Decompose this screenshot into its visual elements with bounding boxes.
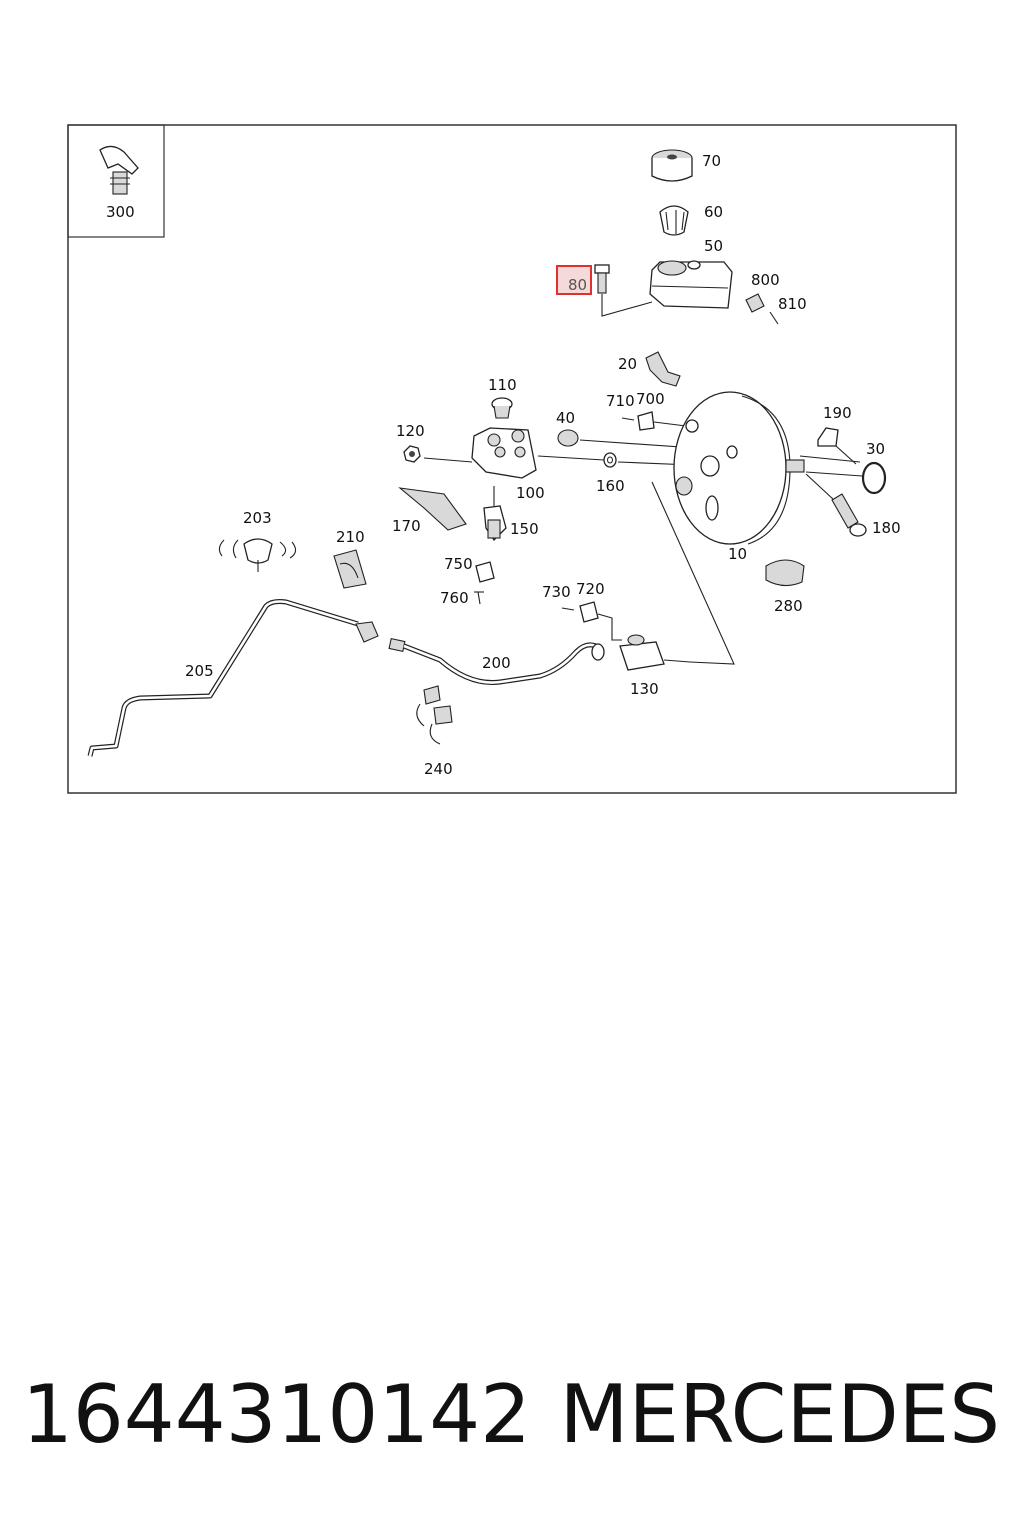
label-760: 760 [440,589,469,607]
label-30: 30 [866,440,885,458]
part-20-stud[interactable] [645,351,681,387]
label-750: 750 [444,555,473,573]
footer: 1644310142 MERCEDES [0,1360,1024,1470]
part-210-clamp[interactable] [333,549,367,589]
label-730: 730 [542,583,571,601]
part-720-clip[interactable] [561,601,622,641]
label-80: 80 [568,276,587,294]
highlight-box-80 [556,265,592,295]
label-240: 240 [424,760,453,778]
label-190: 190 [823,404,852,422]
parts-diagram: 300 70 60 50 80 800 810 20 110 710 700 1… [67,124,957,794]
part-300-clip[interactable] [99,145,139,195]
part-40-plug[interactable] [557,429,725,451]
label-210: 210 [336,528,365,546]
inset-box-300 [67,124,165,238]
part-180-pin[interactable] [805,473,867,537]
brand-name: MERCEDES [559,1368,1000,1461]
label-100: 100 [516,484,545,502]
part-number: 1644310142 [22,1368,531,1461]
label-120: 120 [396,422,425,440]
part-205-pipe[interactable] [87,599,379,757]
label-160: 160 [596,477,625,495]
part-280-buffer[interactable] [765,559,805,587]
part-200-hose[interactable] [388,638,605,686]
part-810-pin[interactable] [769,311,779,325]
part-80-bolt[interactable] [594,264,653,317]
part-130-valve[interactable] [619,481,735,671]
part-170-bracket[interactable] [398,487,467,531]
label-130: 130 [630,680,659,698]
part-50-reservoir[interactable] [649,260,733,309]
part-70-cap[interactable] [651,149,693,182]
label-40: 40 [556,409,575,427]
label-20: 20 [618,355,637,373]
label-70: 70 [702,152,721,170]
part-800-sensor[interactable] [745,293,765,313]
label-50: 50 [704,237,723,255]
label-10: 10 [728,545,747,563]
label-180: 180 [872,519,901,537]
label-300: 300 [106,203,135,221]
label-110: 110 [488,376,517,394]
part-150-sensor[interactable] [483,486,507,542]
label-205: 205 [185,662,214,680]
label-800: 800 [751,271,780,289]
part-60-strainer[interactable] [659,205,689,236]
label-700: 700 [636,390,665,408]
part-203-holder[interactable] [218,538,297,572]
part-10-brake-booster[interactable] [673,391,805,545]
diagram-frame [67,124,957,794]
label-280: 280 [774,597,803,615]
label-810: 810 [778,295,807,313]
part-760-screw[interactable] [474,591,484,605]
part-110-grommet[interactable] [491,397,513,419]
part-120-nut[interactable] [403,445,473,463]
label-200: 200 [482,654,511,672]
label-720: 720 [576,580,605,598]
label-710: 710 [606,392,635,410]
part-700-clip[interactable] [621,411,687,431]
part-240-clips[interactable] [416,685,453,745]
label-150: 150 [510,520,539,538]
part-30-o-ring[interactable] [799,455,887,495]
label-60: 60 [704,203,723,221]
part-160-washer[interactable] [603,452,717,468]
label-170: 170 [392,517,421,535]
label-203: 203 [243,509,272,527]
part-100-master-cylinder[interactable] [471,427,605,479]
part-750-clip[interactable] [475,561,495,583]
